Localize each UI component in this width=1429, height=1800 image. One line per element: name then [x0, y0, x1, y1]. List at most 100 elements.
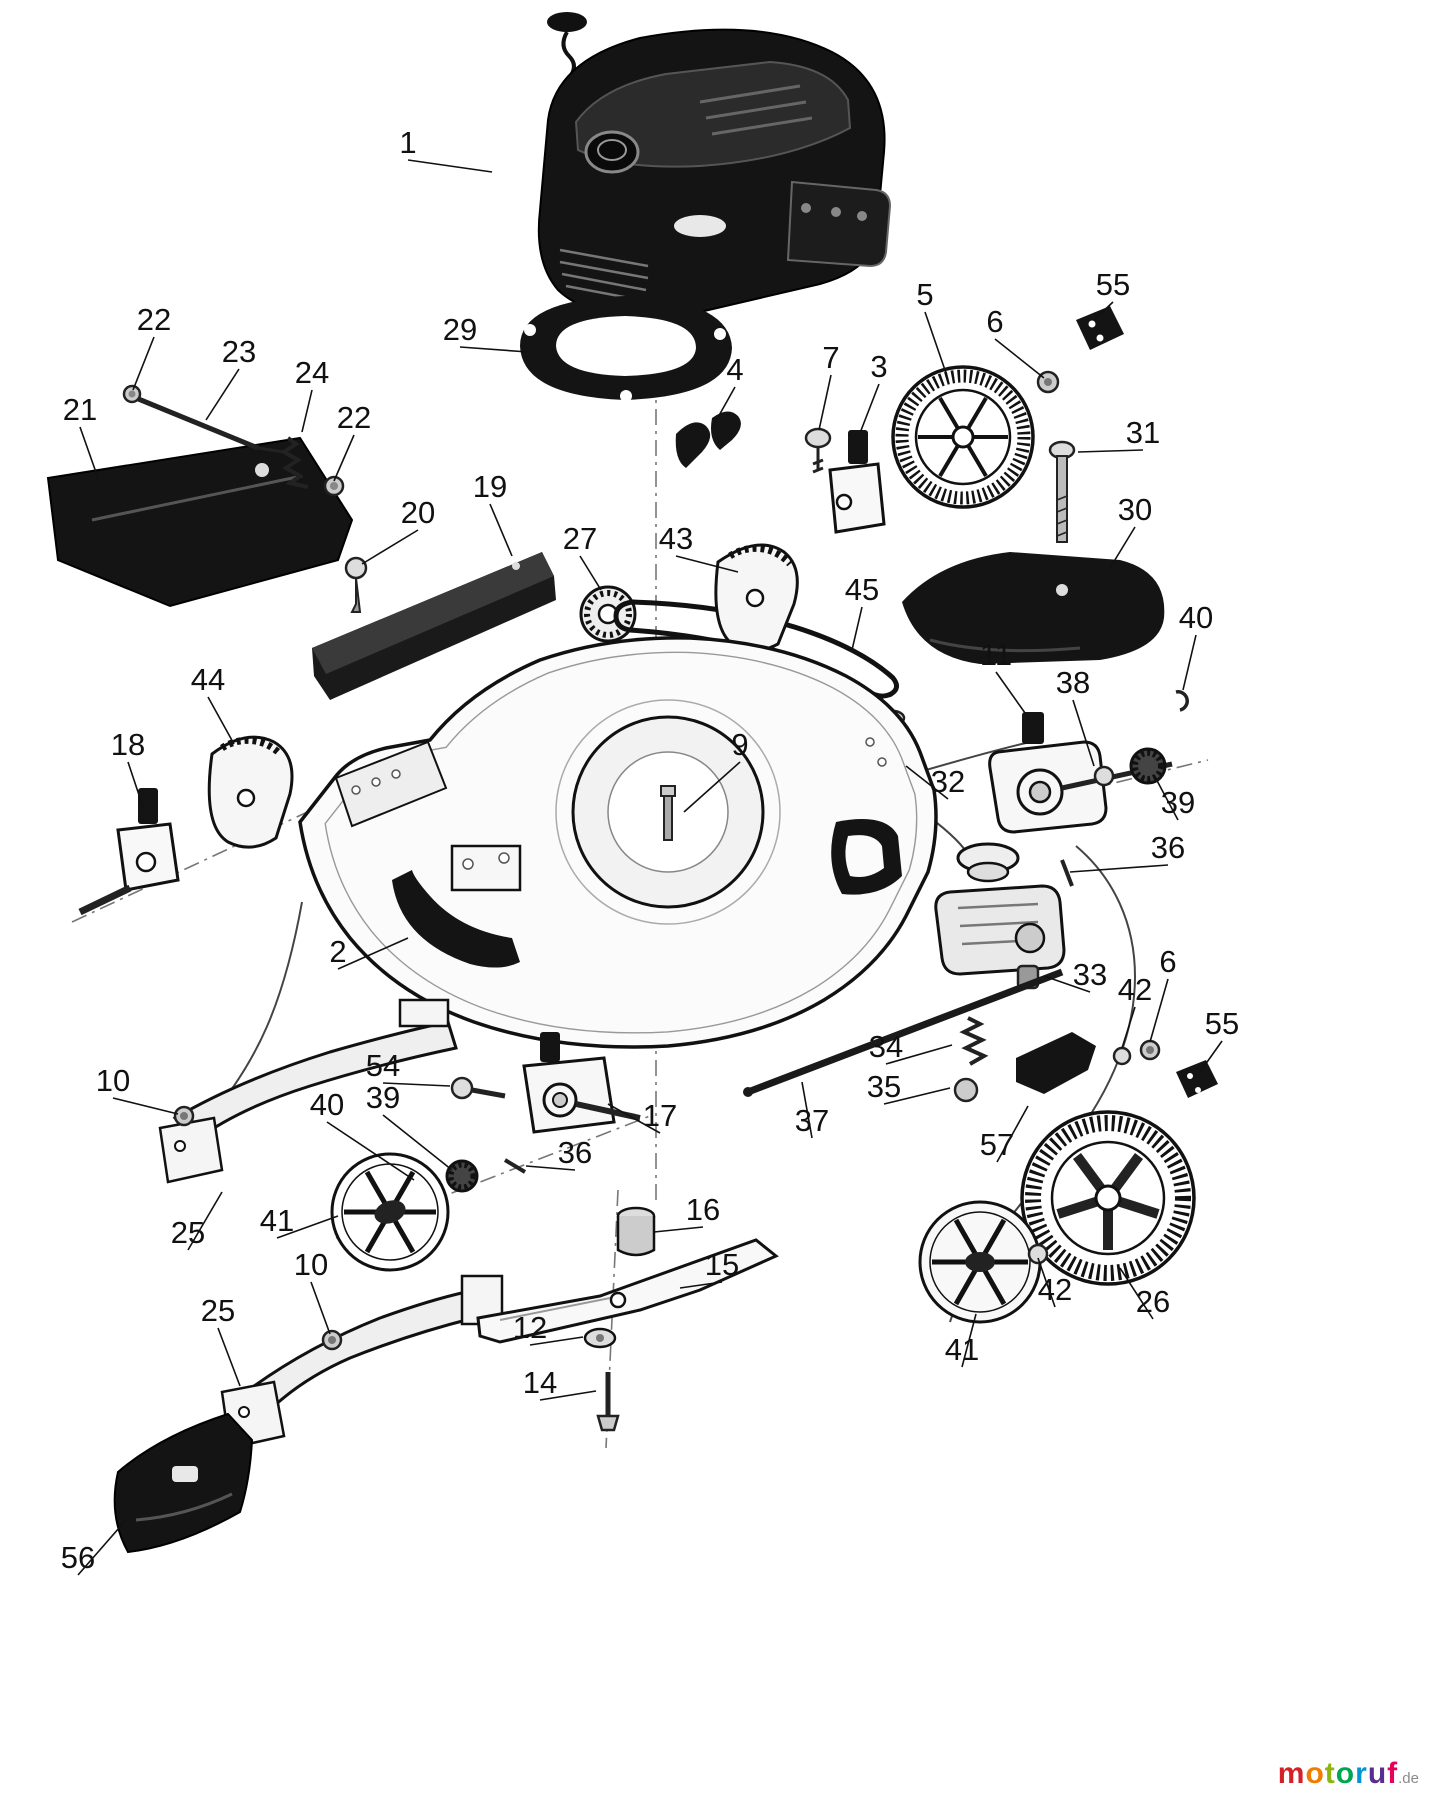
rear-deflector-door: [46, 436, 354, 608]
leader-line: [675, 555, 739, 573]
part-number-label: 25: [201, 1293, 235, 1328]
leader-line: [276, 1215, 339, 1239]
wheel-cover-41-left: [330, 1152, 450, 1272]
part-number-label: 43: [659, 521, 693, 556]
part-number-label: 40: [1179, 600, 1213, 635]
leader-line: [187, 1191, 223, 1251]
deck-left-cutout: [392, 870, 520, 968]
roll-pin-36-left: [503, 1158, 527, 1174]
blade-bolt-14: [596, 1372, 620, 1432]
leader-line: [1182, 634, 1197, 691]
leader-line: [1037, 1257, 1056, 1308]
part-number-label: 4: [726, 352, 743, 387]
leader-line: [79, 426, 99, 479]
watermark-letter: m: [1277, 1757, 1306, 1790]
leader-line: [525, 1165, 576, 1171]
blade-adapter-16: [616, 1206, 656, 1257]
leader-line: [205, 368, 240, 421]
leader-line: [859, 383, 880, 434]
leader-line: [77, 1519, 127, 1576]
part-number-label: 42: [1118, 972, 1152, 1007]
door-spring: [280, 436, 309, 489]
part-number-label: 23: [222, 334, 256, 369]
part-number-label: 3: [870, 349, 887, 384]
leader-line: [1069, 864, 1169, 873]
part-number-label: 45: [845, 572, 879, 607]
deck-left-wing: [334, 740, 448, 828]
part-number-label: 17: [643, 1098, 677, 1133]
leader-line: [326, 1121, 415, 1181]
part-number-label: 40: [310, 1087, 344, 1122]
washer-38: [1093, 765, 1115, 787]
drive-shaft-37: [743, 968, 1064, 1097]
nut-6-right: [1139, 1039, 1161, 1061]
front-skirt-upper: [158, 998, 458, 1184]
leader-line: [579, 555, 602, 591]
front-skirt-lower: [220, 1274, 504, 1450]
part-number-label: 22: [337, 400, 371, 435]
part-number-label: 29: [443, 312, 477, 347]
engine-pulley: [579, 585, 637, 643]
leader-line: [1119, 1267, 1154, 1320]
trim-plate-screw: [344, 556, 368, 613]
part-number-label: 12: [513, 1310, 547, 1345]
deck-front-bracket: [450, 844, 522, 892]
fuel-cap: [584, 130, 640, 174]
part-number-label: 41: [260, 1203, 294, 1238]
door-hinge-rod: [135, 395, 285, 454]
height-lever-18: [78, 788, 180, 916]
part-number-label: 54: [366, 1048, 400, 1083]
blade-15: [476, 1238, 779, 1344]
watermark: motoruf.de: [1278, 1759, 1419, 1794]
leader-line: [310, 1281, 331, 1335]
hinge-nut-right: [323, 475, 345, 497]
watermark-letter: o: [1305, 1757, 1325, 1790]
wheel-cover-41-right: [918, 1200, 1042, 1324]
watermark-letter: f: [1387, 1757, 1399, 1790]
leader-line: [1093, 301, 1114, 321]
leader-line: [333, 434, 355, 482]
leader-line: [905, 765, 949, 800]
debris-shield-56: [113, 1412, 254, 1554]
rear-right-wheel: [1020, 1110, 1196, 1286]
watermark-letter: r: [1355, 1757, 1368, 1790]
leader-line: [801, 1081, 813, 1139]
leader-line: [489, 503, 513, 557]
leader-line: [207, 696, 235, 745]
part-number-label: 7: [822, 340, 839, 375]
leader-line: [337, 937, 409, 970]
watermark-letter: u: [1367, 1757, 1388, 1790]
leader-line: [407, 159, 493, 173]
nut-35: [953, 1077, 979, 1103]
part-number-label: 25: [171, 1215, 205, 1250]
leader-lines: [77, 159, 1223, 1576]
skirt-plate-25-upper: [158, 1116, 224, 1184]
part-number-label: 27: [563, 521, 597, 556]
leader-line: [217, 1327, 241, 1387]
part-number-label: 30: [1118, 492, 1152, 527]
part-number-label: 44: [191, 662, 225, 697]
part-number-label: 33: [1073, 957, 1107, 992]
part-number-label: 10: [96, 1063, 130, 1098]
watermark-letter: o: [1335, 1757, 1356, 1790]
adjuster-sector-44: [207, 735, 294, 849]
leader-line: [1153, 774, 1179, 821]
wheel-bracket-17: [522, 1032, 641, 1134]
leader-line: [995, 671, 1031, 721]
part-number-label: 14: [523, 1365, 557, 1400]
roll-pin-36-right: [1060, 859, 1074, 887]
leader-line: [924, 311, 947, 374]
leader-line: [127, 761, 145, 811]
bracket-57: [1016, 1032, 1096, 1094]
leader-line: [818, 374, 832, 431]
part-number-label: 35: [867, 1069, 901, 1104]
transmission: [934, 842, 1066, 1103]
washer-42-right-lower: [1027, 1243, 1049, 1265]
leader-line: [1121, 1006, 1136, 1049]
hinge-nut-left: [122, 384, 142, 404]
engine-assembly: [537, 12, 892, 318]
center-bolt-9: [660, 785, 676, 841]
leader-line: [883, 1087, 951, 1105]
part-number-label: 1: [399, 125, 416, 160]
